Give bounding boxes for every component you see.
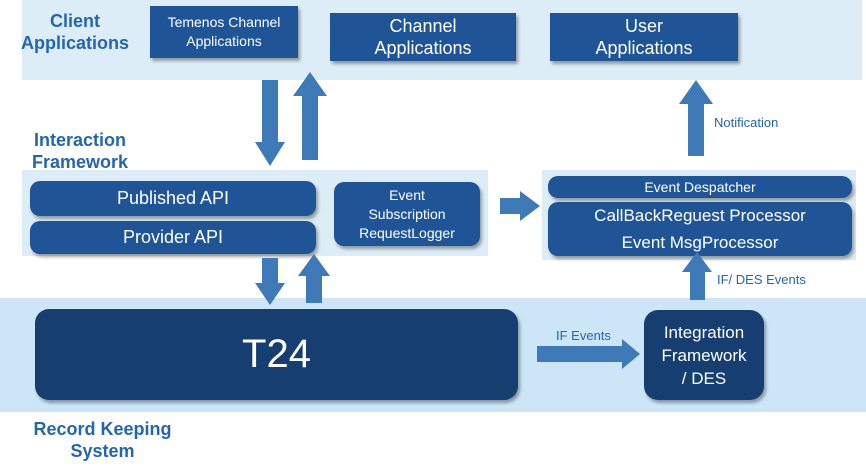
event-subscription-text: Event Subscription RequestLogger bbox=[359, 186, 455, 241]
channel-applications-box: Channel Applications bbox=[330, 13, 516, 61]
temenos-channel-applications-text: Temenos Channel Applications bbox=[167, 14, 281, 49]
up-arrow-interaction-to-channel bbox=[293, 72, 327, 160]
event-despatcher-box: Event Despatcher bbox=[548, 176, 852, 198]
if-des-events-label: IF/ DES Events bbox=[717, 272, 806, 287]
right-arrow-to-processors bbox=[500, 191, 540, 221]
interaction-framework-label: Interaction Framework bbox=[31, 130, 129, 172]
event-subscription-box: Event Subscription RequestLogger bbox=[334, 182, 480, 246]
integration-framework-des-box: Integration Framework / DES bbox=[644, 310, 764, 400]
record-keeping-system-label: Record Keeping System bbox=[33, 419, 172, 461]
callback-request-processor-box: CallBackReguest Processor Event MsgProce… bbox=[548, 202, 852, 256]
channel-applications-text: Channel Applications bbox=[374, 16, 472, 58]
callback-request-processor-text: CallBackReguest Processor bbox=[594, 206, 806, 225]
event-despatcher-text: Event Despatcher bbox=[644, 179, 756, 195]
integration-framework-des-text: Integration Framework / DES bbox=[661, 322, 747, 388]
up-arrow-if-des-events bbox=[682, 252, 712, 300]
user-applications-box: User Applications bbox=[550, 13, 738, 61]
up-arrow-t24-to-interaction bbox=[298, 254, 330, 303]
right-arrow-if-events bbox=[537, 339, 640, 369]
published-api-text: Published API bbox=[116, 188, 230, 208]
temenos-channel-applications-box: Temenos Channel Applications bbox=[150, 6, 298, 58]
user-applications-text: User Applications bbox=[595, 16, 693, 58]
client-applications-label: Client Applications bbox=[20, 11, 129, 53]
t24-box: T24 bbox=[35, 309, 518, 400]
up-arrow-notification bbox=[679, 80, 713, 156]
notification-label: Notification bbox=[714, 115, 779, 130]
down-arrow-interaction-to-t24 bbox=[255, 258, 285, 305]
event-msg-processor-text: Event MsgProcessor bbox=[621, 233, 779, 252]
t24-text: T24 bbox=[242, 332, 311, 376]
published-api-box: Published API bbox=[30, 181, 316, 216]
if-events-label: IF Events bbox=[556, 328, 611, 343]
down-arrow-client-to-interaction bbox=[255, 80, 285, 166]
provider-api-box: Provider API bbox=[30, 221, 316, 254]
provider-api-text: Provider API bbox=[122, 227, 224, 247]
